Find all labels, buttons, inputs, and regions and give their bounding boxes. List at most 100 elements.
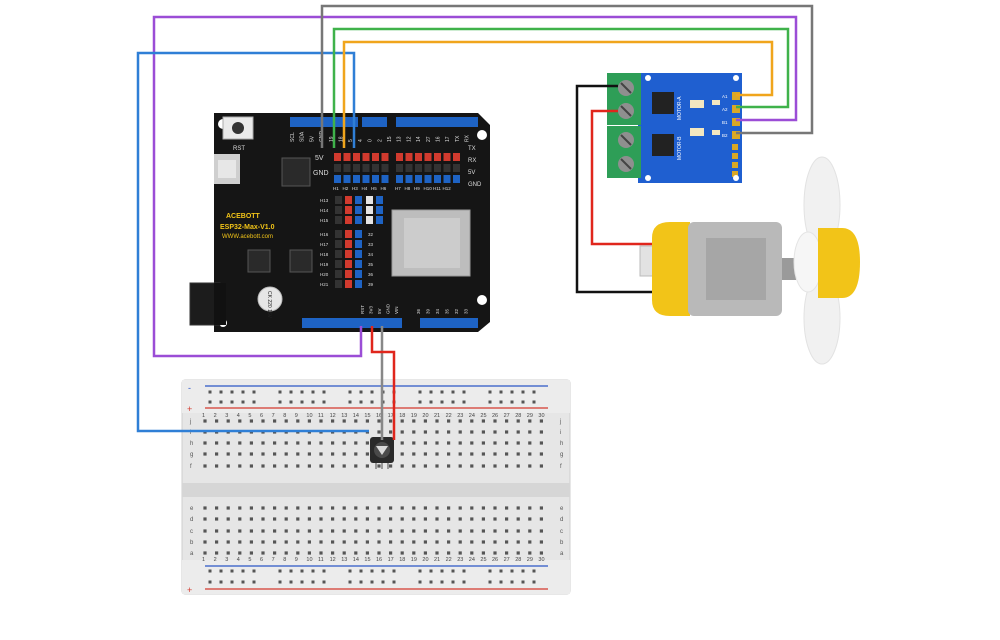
breadboard-hole — [528, 452, 532, 456]
rail-hole — [510, 400, 514, 404]
column-number: 24 — [469, 557, 475, 563]
breadboard-hole — [226, 464, 230, 468]
header-pin-label: 5V — [309, 135, 315, 142]
rail-hole — [230, 580, 234, 584]
rail-hole — [451, 569, 455, 573]
h-pin-label: H3 — [352, 186, 358, 191]
breadboard-hole — [342, 419, 346, 423]
mid-pin — [345, 250, 352, 258]
rail-hole — [300, 400, 304, 404]
breadboard-hole — [215, 517, 219, 521]
rail-hole — [252, 390, 256, 394]
header-pin — [381, 164, 389, 172]
breadboard-hole — [261, 517, 265, 521]
rail-hole — [418, 569, 422, 573]
header-pin-label: 19 — [329, 136, 335, 142]
header-pin — [453, 153, 460, 161]
breadboard-hole — [493, 452, 497, 456]
breadboard-hole — [226, 419, 230, 423]
rail-hole — [359, 580, 363, 584]
breadboard-hole — [389, 506, 393, 510]
column-number: 6 — [260, 557, 263, 563]
rail-hole — [241, 390, 245, 394]
breadboard-holes — [203, 390, 543, 584]
breadboard-hole — [412, 419, 416, 423]
breadboard-hole — [493, 529, 497, 533]
breadboard-hole — [447, 540, 451, 544]
breadboard-hole — [203, 517, 207, 521]
wire-black-motor — [575, 84, 652, 294]
breadboard-hole — [273, 529, 277, 533]
h-pin-label: H5 — [371, 186, 377, 191]
header-pin — [372, 175, 379, 183]
breadboard-hole — [249, 452, 253, 456]
breadboard-hole — [354, 551, 358, 555]
header-pin-label: RX — [465, 134, 471, 142]
breadboard-hole — [493, 441, 497, 445]
header-pin — [362, 175, 370, 183]
column-number: 3 — [225, 413, 228, 419]
row-label-5v: 5V — [315, 155, 324, 162]
rail-hole — [311, 569, 315, 573]
rail-hole — [488, 569, 492, 573]
brand-label: ACEBOTT — [226, 213, 261, 220]
breadboard-hole — [215, 441, 219, 445]
column-number: 4 — [237, 557, 240, 563]
pin-header-grid — [334, 153, 460, 183]
breadboard-hole — [528, 464, 532, 468]
rail-hole — [532, 390, 536, 394]
breadboard-hole — [261, 506, 265, 510]
rail-plus-top: + — [187, 404, 192, 414]
header-pin — [396, 164, 403, 172]
driver-pin — [732, 118, 740, 126]
wires — [136, 4, 814, 440]
breadboard-hole — [412, 441, 416, 445]
breadboard-hole — [539, 529, 543, 533]
column-number: 17 — [388, 413, 394, 419]
driver-pin — [732, 162, 738, 168]
rail-hole — [230, 569, 234, 573]
breadboard-hole — [539, 506, 543, 510]
row-letter: h — [560, 441, 563, 447]
breadboard-hole — [458, 540, 462, 544]
breadboard-hole — [284, 540, 288, 544]
breadboard-hole — [203, 452, 207, 456]
breadboard-hole — [389, 419, 393, 423]
breadboard-hole — [505, 551, 509, 555]
mid-pin — [355, 206, 362, 214]
column-number: 20 — [422, 413, 428, 419]
breadboard-hole — [539, 551, 543, 555]
breadboard-hole — [354, 506, 358, 510]
h-pin-label: H13 — [320, 198, 329, 203]
row-letter: i — [190, 430, 191, 436]
breadboard-hole — [447, 464, 451, 468]
row-letter: f — [190, 464, 192, 470]
breadboard-hole — [342, 517, 346, 521]
breadboard-hole — [423, 441, 427, 445]
column-number: 7 — [272, 557, 275, 563]
mid-pin — [355, 250, 362, 258]
rail-hole — [278, 390, 282, 394]
breadboard-hole — [226, 441, 230, 445]
breadboard-hole — [273, 419, 277, 423]
breadboard-hole — [435, 419, 439, 423]
breadboard-hole — [365, 529, 369, 533]
column-number: 8 — [283, 557, 286, 563]
mid-pin — [355, 260, 362, 268]
breadboard-hole — [215, 452, 219, 456]
rail-hole — [322, 580, 326, 584]
breadboard-hole — [528, 551, 532, 555]
breadboard-hole — [516, 517, 520, 521]
breadboard-hole — [493, 430, 497, 434]
breadboard-hole — [215, 529, 219, 533]
breadboard-hole — [284, 506, 288, 510]
bottom-pin-label: VIN — [394, 306, 399, 314]
rail-hole — [241, 400, 245, 404]
rail-hole — [208, 569, 212, 573]
breadboard-hole — [365, 551, 369, 555]
mid-pin — [345, 216, 352, 224]
breadboard-hole — [354, 419, 358, 423]
mid-pin — [366, 196, 373, 204]
breadboard-hole — [307, 517, 311, 521]
